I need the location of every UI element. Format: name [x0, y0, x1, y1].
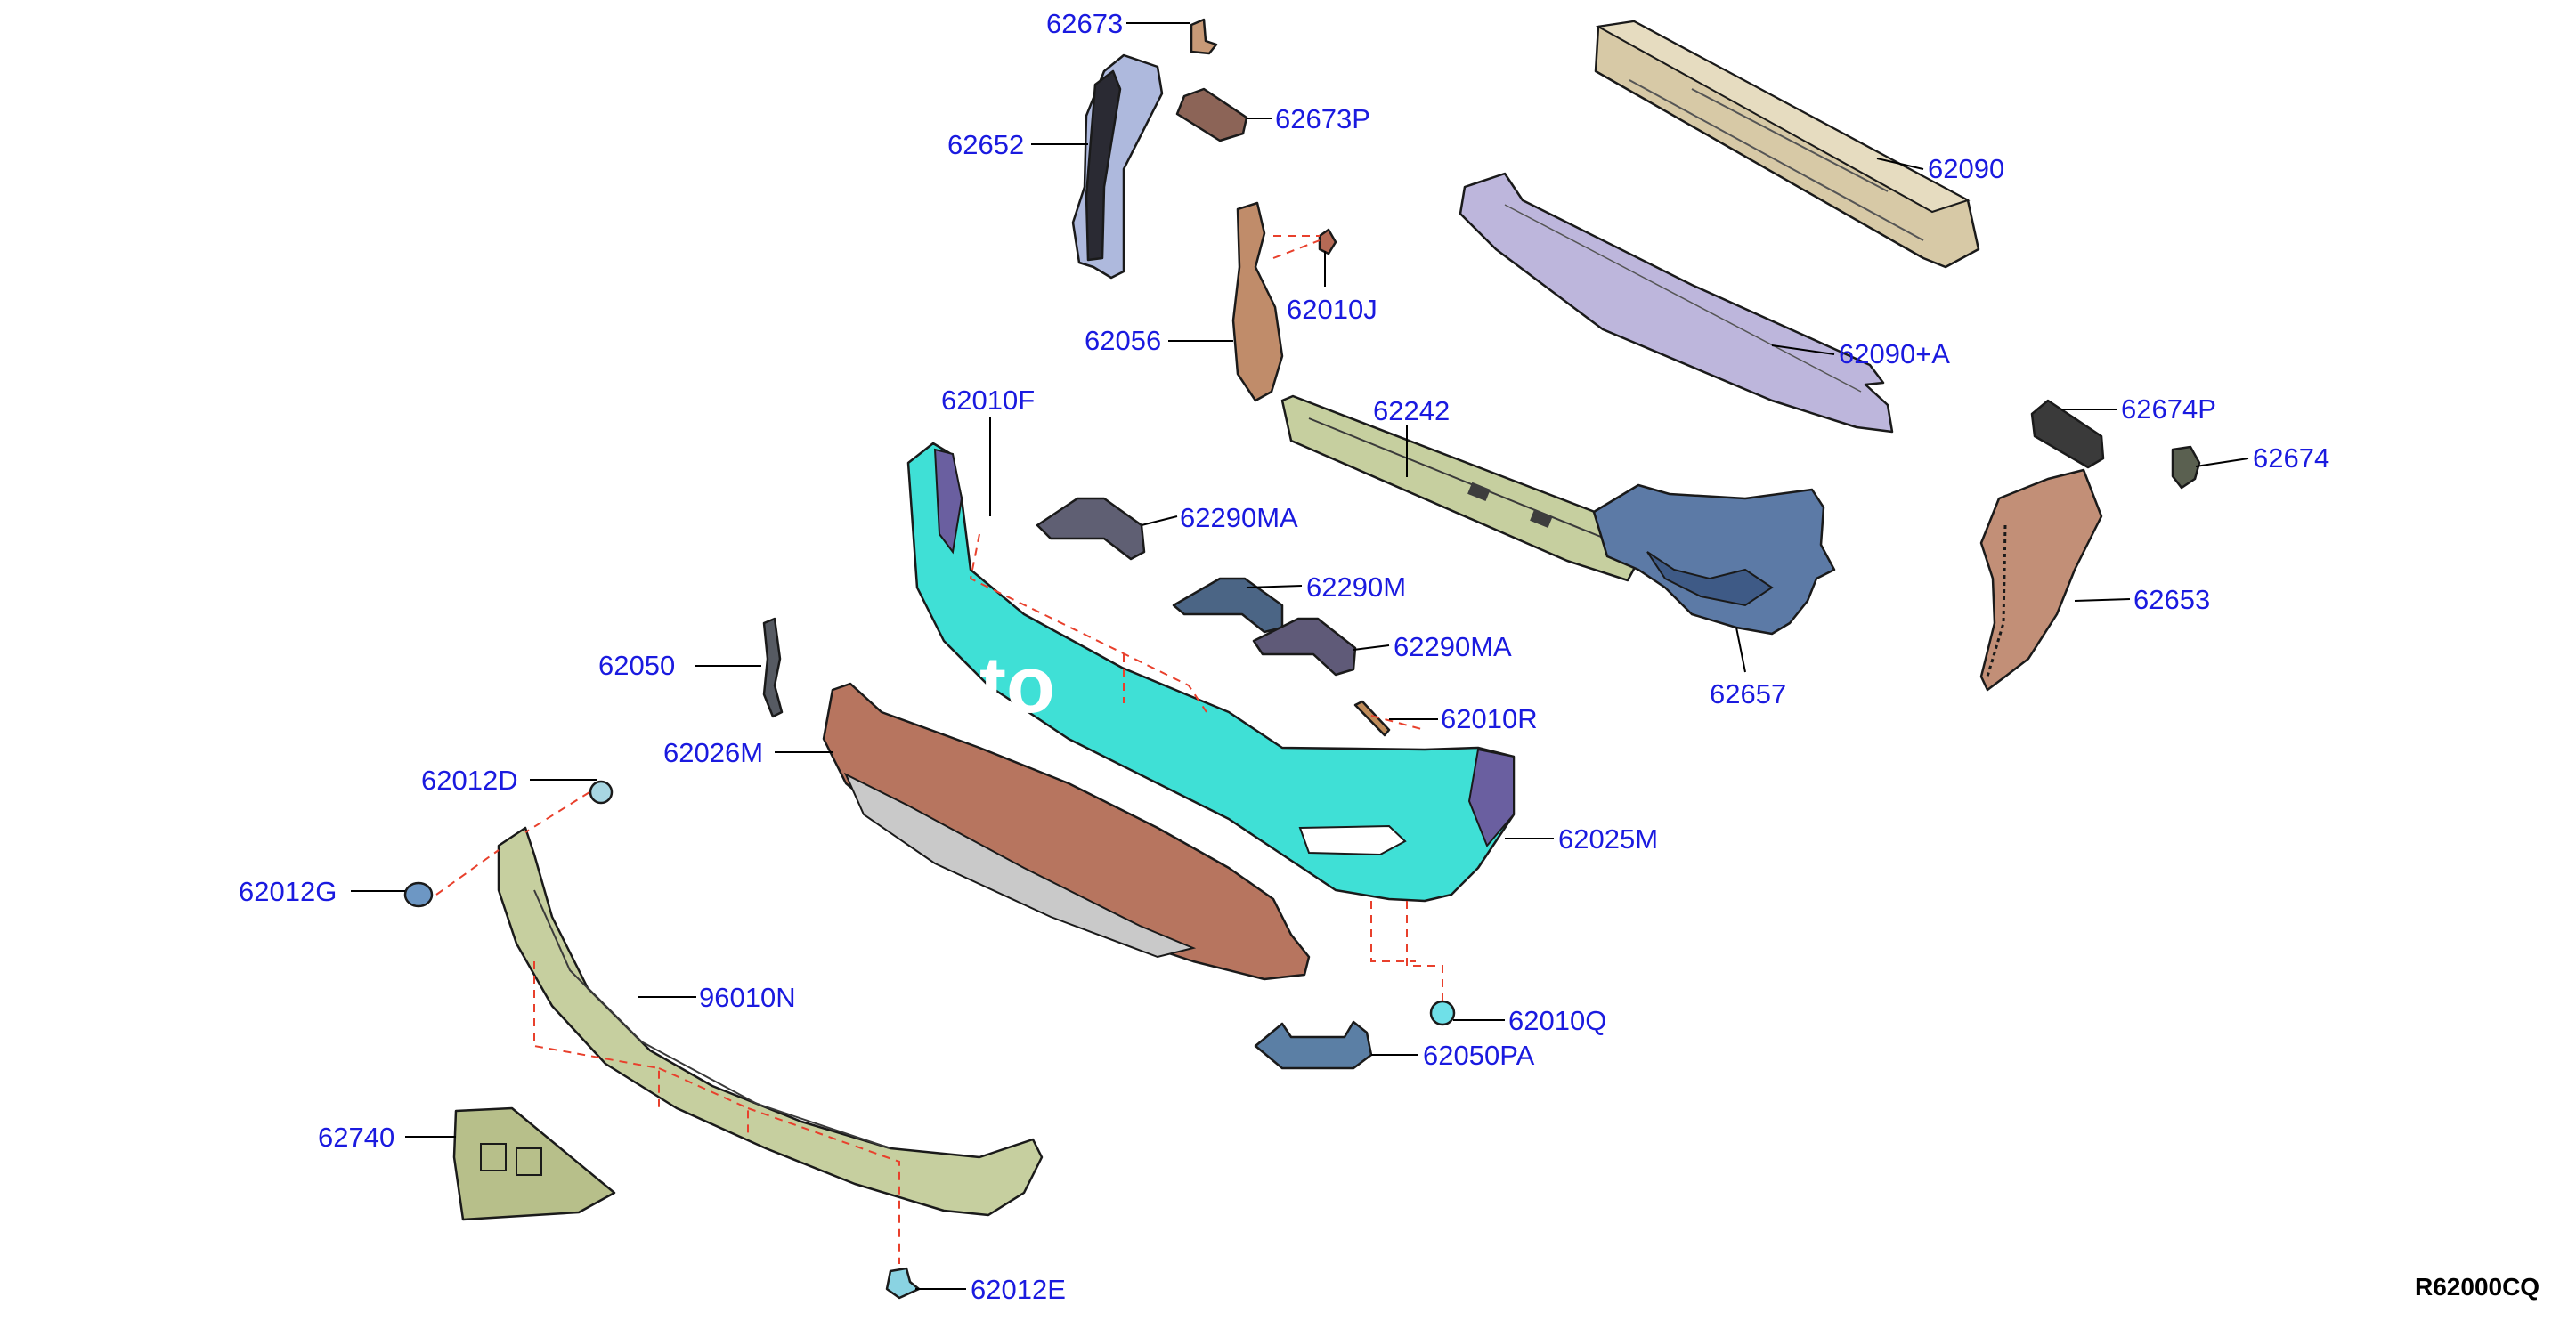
leader-lines — [351, 22, 2249, 1290]
part-62050-bracket — [762, 617, 784, 718]
callout-62010Q[interactable]: 62010Q — [1508, 1005, 1606, 1036]
part-62090A-absorber — [1459, 172, 1894, 434]
part-62653-side-bracket — [1979, 468, 2103, 692]
part-62290MA-top-bracket — [1036, 497, 1146, 561]
part-62025M-bumper-fascia — [906, 442, 1516, 903]
part-62652-side-bracket — [1071, 53, 1164, 280]
callout-62673[interactable]: 62673 — [1046, 8, 1123, 39]
part-62010J-clip — [1318, 228, 1337, 255]
part-62012D-clip — [589, 780, 614, 805]
part-62010Q-clip — [1429, 1000, 1456, 1026]
callout-62657[interactable]: 62657 — [1710, 678, 1786, 709]
part-62012E-clip — [885, 1267, 921, 1300]
part-62657-headlamp-bracket — [1592, 483, 1836, 636]
callout-62090[interactable]: 62090 — [1928, 153, 2004, 184]
callout-62012G[interactable]: 62012G — [239, 876, 337, 907]
callout-62290MA-bottom[interactable]: 62290MA — [1394, 631, 1512, 662]
callout-62050[interactable]: 62050 — [598, 650, 675, 681]
part-62012G-grommet — [403, 881, 434, 908]
part-96010N-under-cover — [497, 826, 1044, 1217]
part-62673P-bracket — [1175, 87, 1248, 142]
part-62740-plate — [452, 1106, 616, 1221]
part-62673-clip — [1190, 18, 1218, 55]
callout-labels: 62673 62673P 62652 62090 62010J 62056 62… — [239, 8, 2329, 1305]
callout-62290MA-top[interactable]: 62290MA — [1180, 502, 1298, 533]
part-62674-clip — [2171, 445, 2201, 490]
callout-62242[interactable]: 62242 — [1373, 395, 1450, 426]
callout-62090A[interactable]: 62090+A — [1839, 338, 1950, 369]
callout-62673P[interactable]: 62673P — [1275, 103, 1370, 134]
callout-62010J[interactable]: 62010J — [1287, 294, 1377, 325]
callout-96010N[interactable]: 96010N — [699, 982, 796, 1013]
callout-62290M[interactable]: 62290M — [1306, 571, 1406, 603]
callout-62050PA[interactable]: 62050PA — [1423, 1040, 1535, 1071]
callout-62652[interactable]: 62652 — [947, 129, 1024, 160]
part-62290MA-lower-bracket — [1252, 617, 1357, 677]
callout-62056[interactable]: 62056 — [1085, 325, 1161, 356]
callout-62674P[interactable]: 62674P — [2121, 393, 2216, 425]
part-62242-lower-reinforcement — [1280, 394, 1640, 582]
callout-62026M[interactable]: 62026M — [663, 737, 763, 768]
callout-62012E[interactable]: 62012E — [971, 1274, 1066, 1305]
part-62674P-bracket — [2030, 399, 2105, 469]
callout-62674[interactable]: 62674 — [2253, 442, 2329, 474]
part-62090-reinforcement — [1594, 20, 1980, 269]
watermark-text: to — [979, 641, 1055, 730]
callout-62740[interactable]: 62740 — [318, 1122, 394, 1153]
part-62050PA-bracket — [1254, 1020, 1373, 1070]
callout-62653[interactable]: 62653 — [2133, 584, 2210, 615]
part-62026M-lower-cover — [822, 682, 1311, 981]
callout-62025M[interactable]: 62025M — [1558, 823, 1658, 855]
callout-62010R[interactable]: 62010R — [1441, 703, 1538, 734]
part-62010R-screw — [1353, 700, 1391, 737]
callout-62010F[interactable]: 62010F — [941, 385, 1035, 416]
diagram-code: R62000CQ — [2415, 1273, 2539, 1301]
part-62056-seal — [1231, 201, 1284, 402]
assembly-guides — [435, 235, 1443, 1264]
callout-62012D[interactable]: 62012D — [421, 765, 518, 796]
